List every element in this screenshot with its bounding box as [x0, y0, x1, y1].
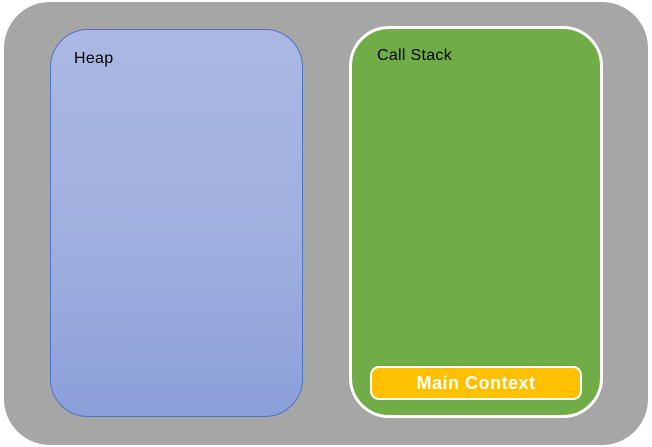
memory-container: Heap Call Stack Main Context	[4, 2, 648, 445]
heap-label: Heap	[74, 50, 114, 67]
main-context-box: Main Context	[370, 366, 582, 400]
heap-box: Heap	[50, 29, 303, 417]
call-stack-label: Call Stack	[377, 47, 453, 64]
main-context-label: Main Context	[416, 372, 536, 393]
call-stack-box: Call Stack Main Context	[349, 26, 603, 418]
